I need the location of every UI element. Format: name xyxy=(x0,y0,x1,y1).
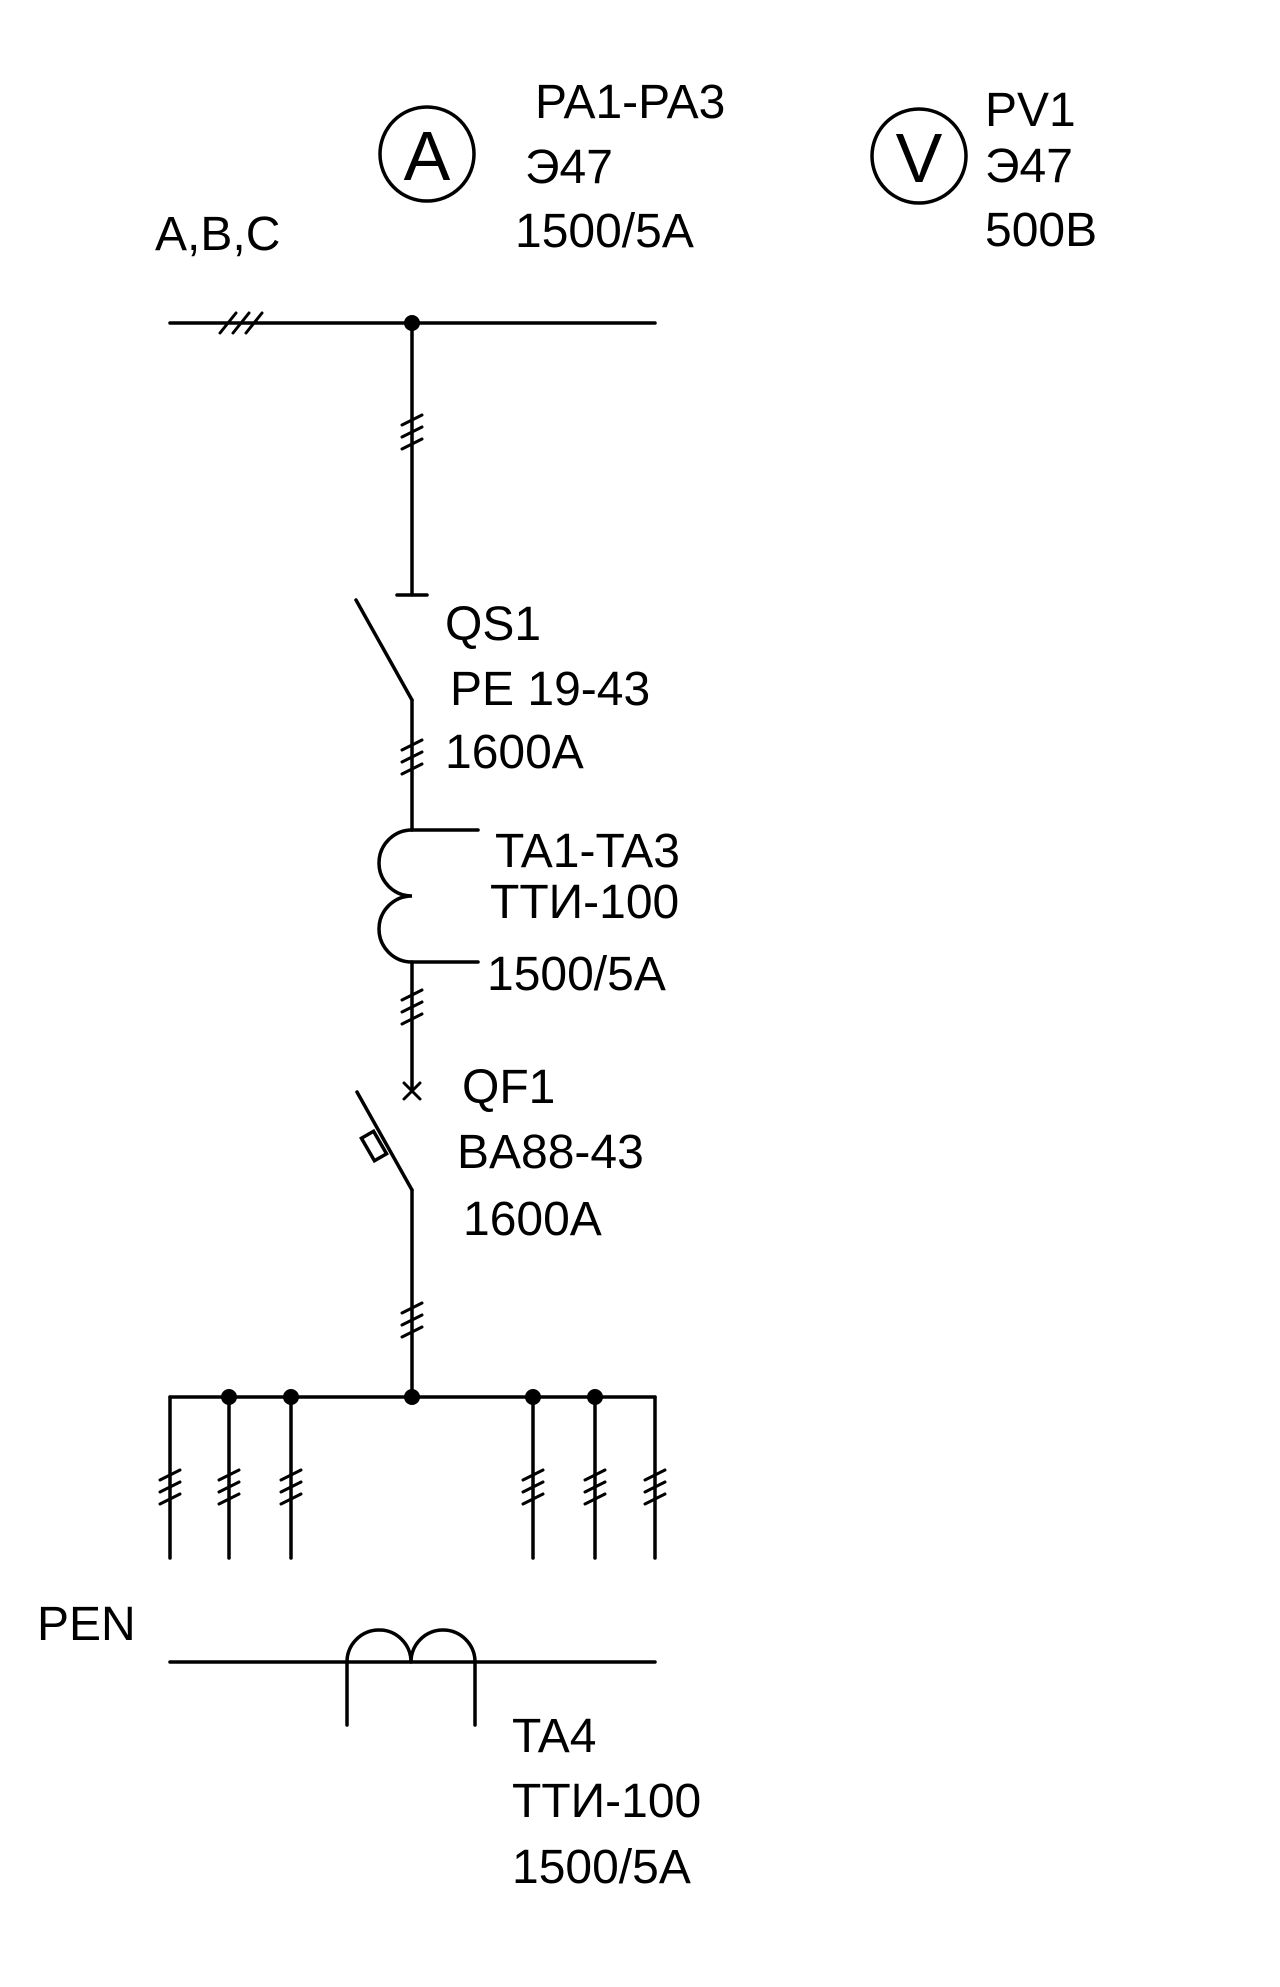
feeder-line-upper xyxy=(395,321,429,597)
ammeter-type: Э47 xyxy=(525,141,613,194)
ta1-ta3-rating: 1500/5A xyxy=(487,948,666,1001)
qs1-type: PE 19-43 xyxy=(450,663,650,716)
qf1-designation: QF1 xyxy=(462,1061,555,1114)
voltmeter-designation: PV1 xyxy=(985,84,1076,137)
qf1-type: BA88-43 xyxy=(457,1126,644,1179)
qf1-rating: 1600A xyxy=(463,1193,602,1246)
circuit-breaker-qf1-symbol xyxy=(355,1081,424,1399)
qs1-designation: QS1 xyxy=(445,598,541,651)
ammeter-rating: 1500/5A xyxy=(515,205,694,258)
bus-phase-label: A,B,C xyxy=(155,208,280,261)
voltmeter-symbol: V xyxy=(870,107,968,205)
outgoing-feeder-3 xyxy=(279,1395,303,1560)
ta1-ta3-type: ТТИ-100 xyxy=(490,876,679,929)
current-transformer-ta1-ta3-symbol xyxy=(377,828,480,1090)
pen-label: PEN xyxy=(37,1598,136,1651)
ammeter-symbol: A xyxy=(378,105,476,203)
voltmeter-letter: V xyxy=(896,119,943,197)
outgoing-feeder-4 xyxy=(521,1395,545,1560)
ta4-rating: 1500/5A xyxy=(512,1841,691,1894)
outgoing-feeder-2 xyxy=(217,1395,241,1560)
ta4-designation: TA4 xyxy=(512,1710,596,1763)
qs1-rating: 1600A xyxy=(445,726,584,779)
ta1-ta3-designation: TA1-TA3 xyxy=(495,825,680,878)
ammeter-designation: PA1-PA3 xyxy=(535,76,725,129)
outgoing-feeder-5 xyxy=(583,1395,607,1560)
current-transformer-ta4-symbol xyxy=(345,1628,477,1727)
outgoing-feeders xyxy=(158,1395,667,1560)
ta4-type: ТТИ-100 xyxy=(512,1775,701,1828)
voltmeter-rating: 500B xyxy=(985,204,1097,257)
voltmeter-type: Э47 xyxy=(985,140,1073,193)
outgoing-feeder-1 xyxy=(158,1395,182,1560)
ammeter-letter: A xyxy=(404,117,451,195)
outgoing-feeder-6 xyxy=(643,1395,667,1560)
lower-busbar xyxy=(168,1389,657,1405)
disconnector-qs1-symbol xyxy=(354,598,424,832)
